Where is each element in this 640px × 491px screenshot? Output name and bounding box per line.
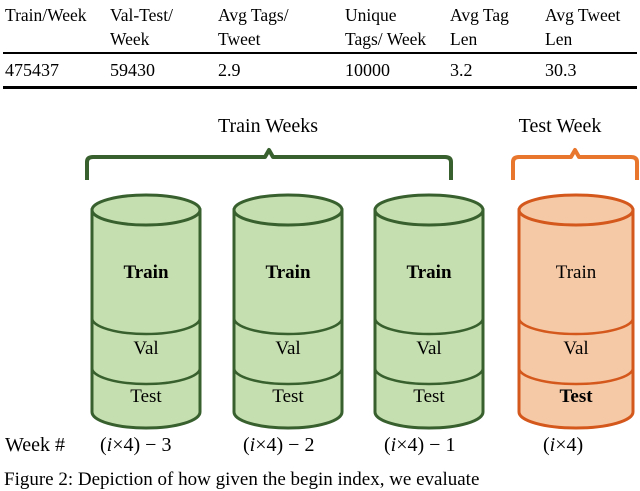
cylinder-week-2-segment-val: Val: [275, 338, 301, 359]
cylinder-week-1-segment-test: Test: [130, 386, 162, 407]
cylinder-week-3-shape: [373, 193, 485, 430]
cylinder-week-2-shape: [232, 193, 344, 430]
table-header-avg-tweet-len: Avg Tweet Len: [545, 5, 621, 49]
cylinder-week-4[interactable]: Train Val Test: [517, 193, 635, 430]
table-rule-middle: [3, 52, 637, 54]
table-value-val-test-per-week: 59430: [110, 60, 155, 80]
table-header-val-test-per-week: Val-Test/ Week: [110, 5, 173, 49]
week-number-3: (i×4) − 1: [384, 434, 456, 456]
figure-caption: Figure 2: Depiction of how given the beg…: [4, 469, 480, 490]
cylinder-week-1-segment-train: Train: [123, 262, 169, 283]
table-value-avg-tag-len: 3.2: [450, 60, 473, 80]
cylinder-week-4-segment-val: Val: [563, 338, 589, 359]
table-value-avg-tags-per-tweet: 2.9: [218, 60, 241, 80]
test-week-label: Test Week: [518, 115, 602, 137]
cylinder-week-3-segment-val: Val: [416, 338, 442, 359]
week-number-4: (i×4): [543, 434, 584, 456]
table-value-unique-tags-per-week: 10000: [345, 60, 390, 80]
week-number-1: (i×4) − 3: [100, 434, 172, 456]
train-weeks-brace: [85, 148, 453, 180]
table-value-train-per-week: 475437: [5, 60, 59, 80]
cylinder-week-2[interactable]: Train Val Test: [232, 193, 344, 430]
cylinder-week-2-segment-train: Train: [265, 262, 311, 283]
week-split-diagram: Train Weeks Test Week Train Val Test Tra…: [0, 92, 640, 491]
table-rule-bottom: [3, 86, 637, 89]
train-weeks-label: Train Weeks: [217, 115, 319, 137]
stats-table: Train/Week Val-Test/ Week Avg Tags/ Twee…: [0, 0, 640, 92]
table-header-unique-tags-per-week: Unique Tags/ Week: [345, 5, 427, 49]
week-number-2: (i×4) − 2: [243, 434, 315, 456]
test-week-brace: [511, 148, 639, 180]
cylinder-week-4-segment-test: Test: [559, 386, 593, 407]
table-header-avg-tag-len: Avg Tag Len: [450, 5, 509, 49]
table-value-avg-tweet-len: 30.3: [545, 60, 577, 80]
cylinder-week-3-segment-test: Test: [413, 386, 445, 407]
cylinder-week-1-shape: [90, 193, 202, 430]
cylinder-week-1-segment-val: Val: [133, 338, 159, 359]
table-header-avg-tags-per-tweet: Avg Tags/ Tweet: [218, 5, 289, 49]
week-row-title: Week #: [5, 434, 66, 456]
cylinder-week-4-shape: [517, 193, 635, 430]
cylinder-week-3-segment-train: Train: [406, 262, 452, 283]
table-header-train-per-week: Train/Week: [5, 5, 87, 25]
cylinder-week-2-segment-test: Test: [272, 386, 304, 407]
cylinder-week-4-segment-train: Train: [555, 262, 597, 283]
cylinder-week-1[interactable]: Train Val Test: [90, 193, 202, 430]
cylinder-week-3[interactable]: Train Val Test: [373, 193, 485, 430]
